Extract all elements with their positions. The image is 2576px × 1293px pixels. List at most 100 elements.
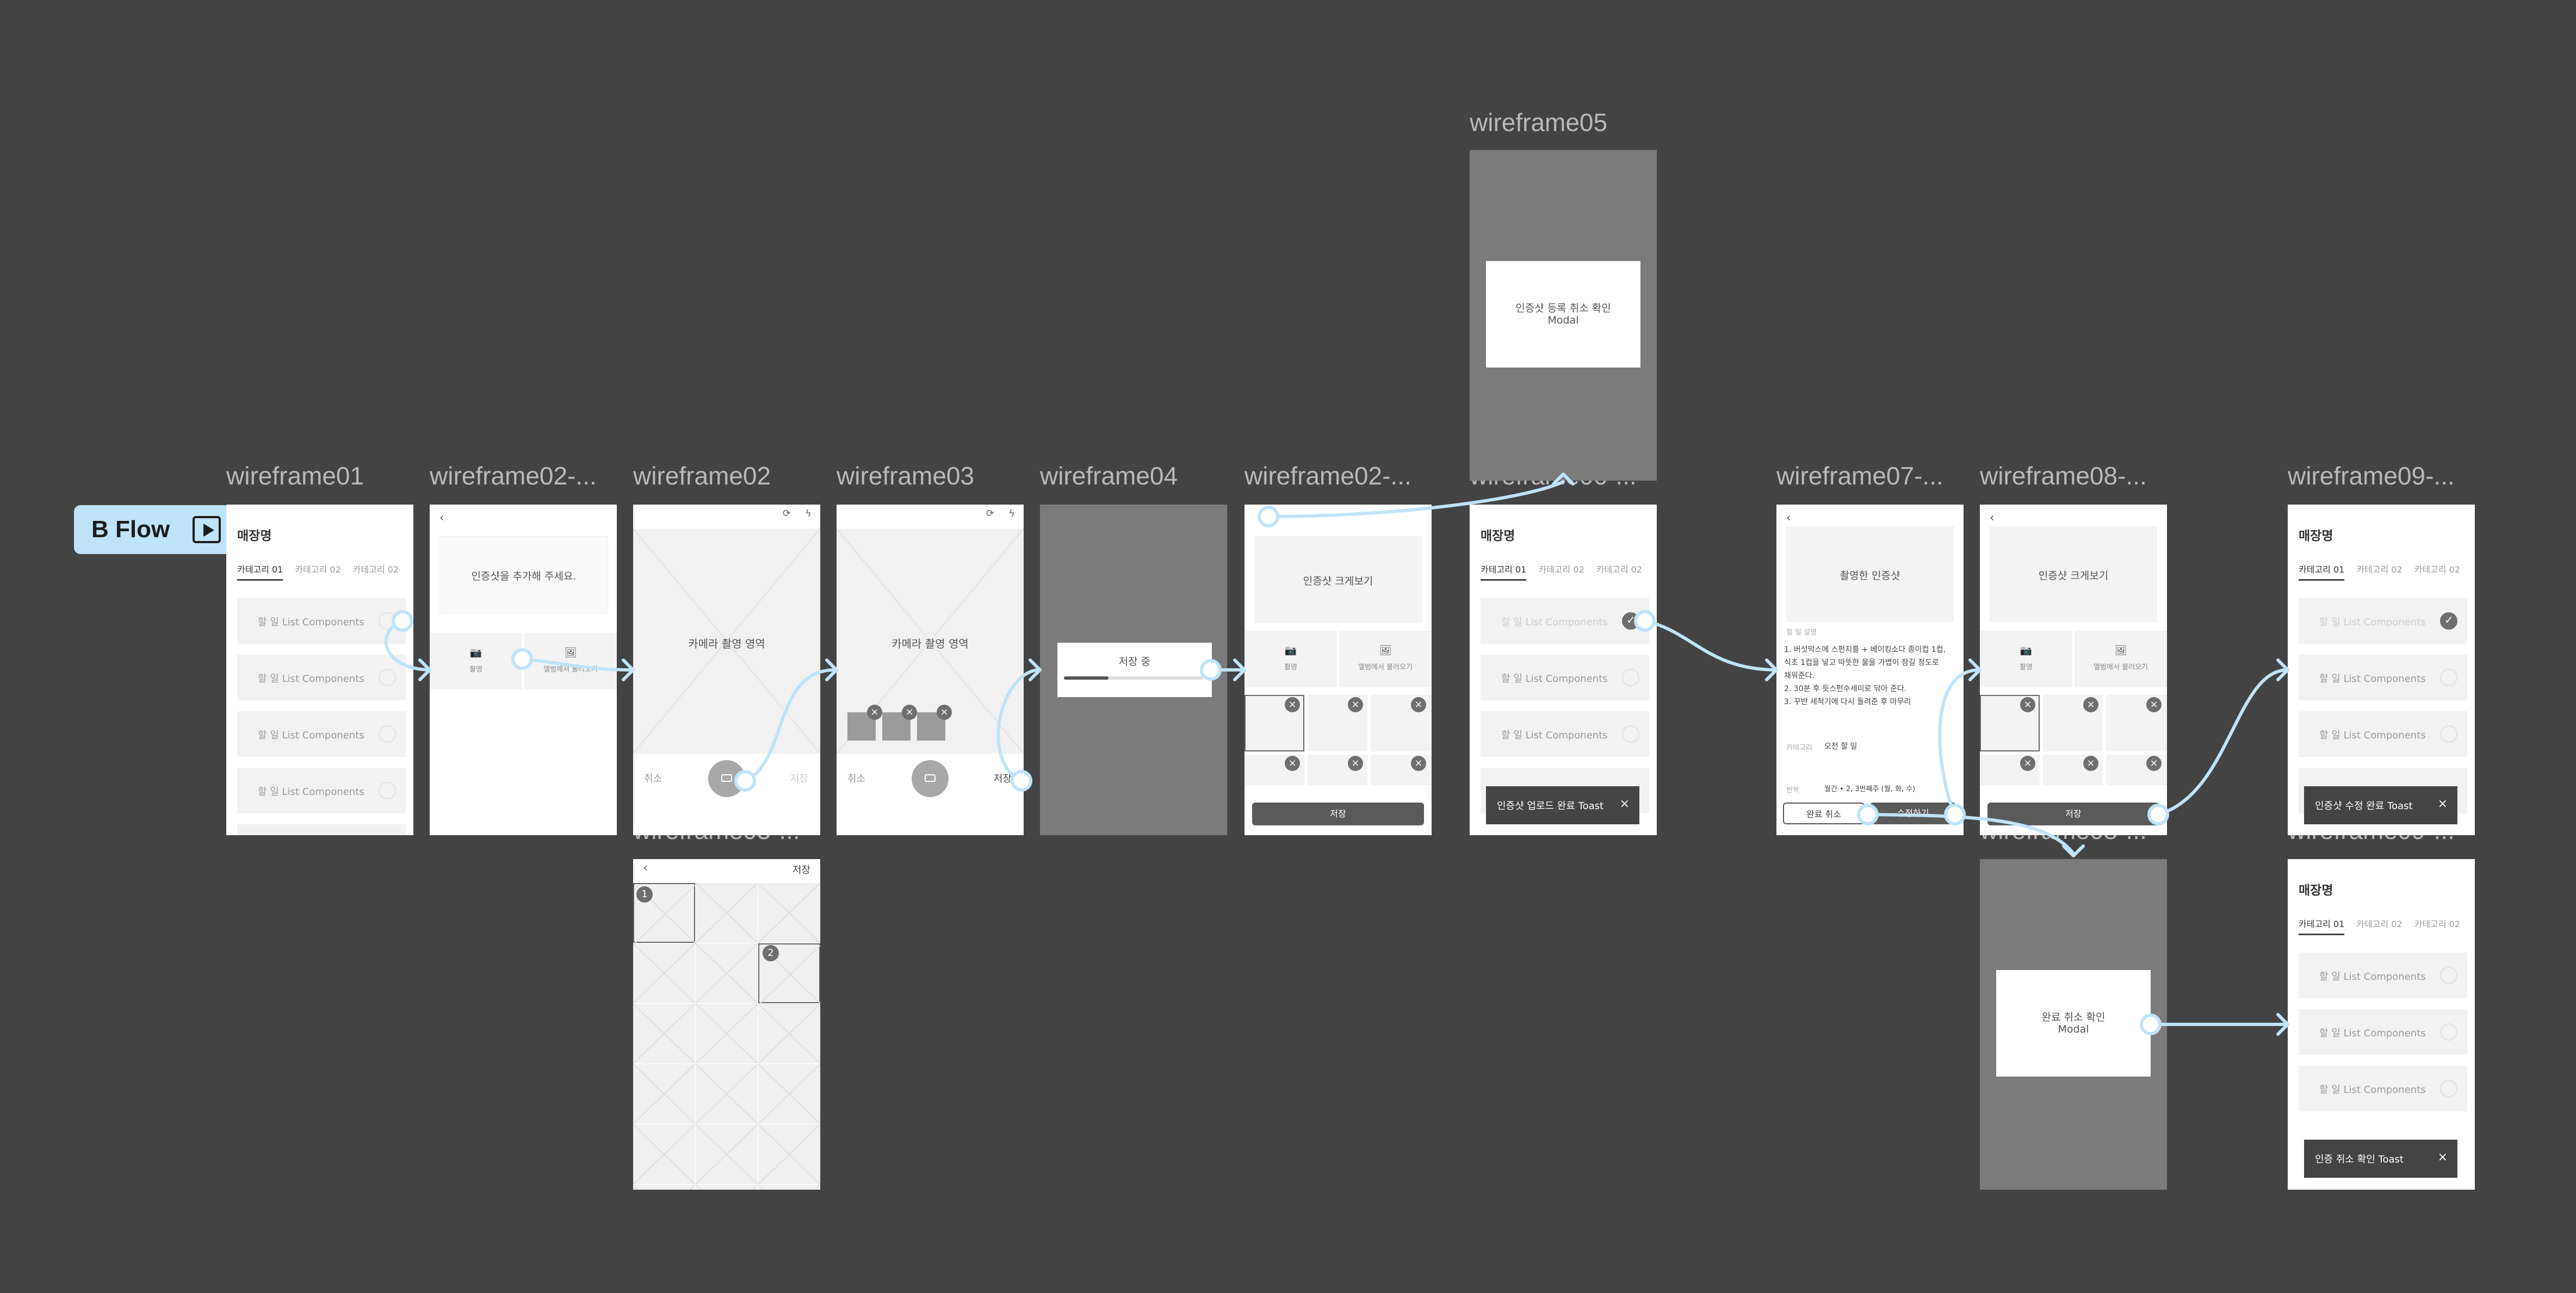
tab-category-03[interactable]: 카테고리 02 — [352, 564, 399, 575]
remove-icon[interactable]: × — [1285, 697, 1300, 712]
remove-icon[interactable]: × — [1411, 756, 1426, 771]
flash-icon[interactable]: ϟ — [1008, 508, 1015, 519]
edit-button[interactable]: 수정하기 — [1870, 803, 1956, 824]
list-item-done[interactable]: 할 일 List Components — [2299, 598, 2467, 644]
list-item[interactable]: 할 일 List Components — [237, 711, 406, 757]
remove-icon[interactable]: × — [2146, 697, 2162, 712]
frame-wireframe06[interactable]: 매장명 카테고리 01 카테고리 02 카테고리 02 할 일 List Com… — [1470, 505, 1657, 835]
check-icon[interactable] — [2440, 1080, 2457, 1097]
close-icon[interactable]: × — [1619, 797, 1630, 811]
tab-category-03[interactable]: 카테고리 02 — [2414, 919, 2460, 929]
complete-cancel-button[interactable]: 완료 취소 — [1783, 803, 1865, 824]
remove-icon[interactable]: × — [2083, 756, 2098, 771]
frame-wireframe02-preview[interactable]: 인증샷 크게보기 📷 촬영 🖼 앨범에서 불러오기 × × × × × × 저장 — [1244, 505, 1432, 835]
album-photo-cell[interactable] — [758, 1184, 820, 1190]
frame-wireframe08[interactable]: ‹ 인증샷 크게보기 📷 촬영 🖼 앨범에서 불러오기 × × × × × × … — [1980, 505, 2167, 835]
album-photo-cell[interactable] — [633, 883, 697, 944]
check-icon[interactable] — [2440, 725, 2457, 743]
tab-category-03[interactable]: 카테고리 02 — [2414, 564, 2460, 575]
play-frame-icon[interactable] — [193, 516, 221, 543]
album-photo-cell[interactable] — [633, 1003, 696, 1064]
frame-label[interactable]: wireframe01 — [226, 462, 364, 490]
list-item[interactable]: 할 일 List Components — [237, 598, 406, 644]
flow-start-badge[interactable]: B Flow — [74, 505, 235, 554]
check-icon[interactable] — [1622, 725, 1639, 743]
shoot-button[interactable]: 📷 촬영 — [1980, 631, 2072, 687]
frame-wireframe03[interactable]: ⟳ ϟ 카메라 촬영 영역 × × × 취소 저장 — [837, 505, 1024, 835]
save-button[interactable]: 저장 — [1987, 803, 2159, 825]
tab-category-01[interactable]: 카테고리 01 — [237, 562, 283, 581]
album-photo-cell[interactable] — [758, 1064, 820, 1124]
remove-icon[interactable]: × — [2083, 697, 2098, 712]
remove-icon[interactable]: × — [2020, 697, 2035, 712]
album-photo-cell[interactable] — [695, 1124, 758, 1185]
album-photo-cell[interactable] — [695, 1184, 758, 1190]
refresh-icon[interactable]: ⟳ — [782, 508, 791, 519]
album-photo-cell[interactable] — [633, 943, 696, 1004]
frame-label[interactable]: wireframe05 — [1470, 108, 1608, 136]
album-photo-cell[interactable] — [695, 1003, 758, 1064]
save-button[interactable]: 저장 — [792, 865, 810, 876]
cancel-button[interactable]: 취소 — [847, 773, 866, 785]
list-item[interactable]: 할 일 List Components — [237, 655, 406, 700]
refresh-icon[interactable]: ⟳ — [986, 508, 994, 519]
list-item[interactable] — [237, 824, 406, 835]
album-photo-cell[interactable] — [695, 943, 758, 1004]
remove-icon[interactable]: × — [2146, 756, 2162, 771]
check-icon[interactable] — [1622, 612, 1639, 630]
frame-wireframe09[interactable]: 매장명 카테고리 01 카테고리 02 카테고리 02 할 일 List Com… — [2288, 505, 2475, 835]
shutter-button[interactable] — [708, 760, 745, 797]
list-item[interactable]: 할 일 List Components — [2299, 1066, 2467, 1111]
frame-label[interactable]: wireframe09-... — [2288, 462, 2455, 490]
frame-label[interactable]: wireframe02-... — [430, 462, 597, 490]
tab-category-02[interactable]: 카테고리 02 — [2356, 564, 2402, 575]
shoot-button[interactable]: 📷 촬영 — [1244, 631, 1337, 687]
frame-wireframe04[interactable]: 저장 중 — [1040, 505, 1227, 835]
list-item[interactable]: 할 일 List Components — [2299, 711, 2467, 757]
album-photo-cell[interactable] — [758, 1003, 820, 1064]
frame-wireframe03-album[interactable]: ‹ 저장 1 2 — [633, 859, 820, 1190]
check-icon[interactable] — [2440, 1023, 2457, 1041]
check-icon[interactable] — [2440, 612, 2457, 630]
cancel-button[interactable]: 취소 — [644, 773, 662, 785]
list-item[interactable]: 할 일 List Components — [1481, 655, 1649, 700]
remove-icon[interactable]: × — [902, 705, 917, 720]
album-button[interactable]: 🖼 앨범에서 불러오기 — [524, 633, 617, 689]
check-icon[interactable] — [2440, 967, 2457, 984]
save-button[interactable]: 저장 — [1252, 803, 1424, 825]
check-icon[interactable] — [2440, 669, 2457, 686]
frame-label[interactable]: wireframe03 — [837, 462, 975, 490]
album-photo-cell[interactable] — [695, 1064, 758, 1124]
remove-icon[interactable]: × — [1285, 756, 1300, 771]
frame-label[interactable]: wireframe07-... — [1776, 462, 1943, 490]
check-icon[interactable] — [379, 669, 396, 686]
check-icon[interactable] — [1622, 669, 1639, 686]
remove-icon[interactable]: × — [1348, 756, 1363, 771]
frame-wireframe02-add[interactable]: ‹ 인증샷을 추가해 주세요. 📷 촬영 🖼 앨범에서 불러오기 — [430, 505, 617, 835]
remove-icon[interactable]: × — [1348, 697, 1363, 712]
album-button[interactable]: 🖼 앨범에서 불러오기 — [1339, 631, 1432, 687]
frame-wireframe07[interactable]: ‹ 촬영한 인증샷 할 일 설명 1. 버섯막스에 스펀지를 + 베이킹소다 종… — [1776, 505, 1964, 835]
frame-wireframe01[interactable]: 매장명 카테고리 01 카테고리 02 카테고리 02 할 일 List Com… — [226, 505, 413, 835]
save-button[interactable]: 저장 — [790, 773, 808, 785]
check-icon[interactable] — [379, 782, 396, 799]
frame-wireframe02[interactable]: ⟳ ϟ 카메라 촬영 영역 취소 저장 — [633, 505, 820, 835]
list-item-done[interactable]: 할 일 List Components — [1481, 598, 1649, 644]
album-photo-cell[interactable] — [758, 1124, 820, 1185]
album-photo-cell[interactable] — [633, 1184, 696, 1190]
check-icon[interactable] — [379, 725, 396, 743]
tab-category-03[interactable]: 카테고리 02 — [1596, 564, 1642, 575]
frame-wireframe09-cancel[interactable]: 매장명 카테고리 01 카테고리 02 카테고리 02 할 일 List Com… — [2288, 859, 2475, 1190]
tab-category-02[interactable]: 카테고리 02 — [2356, 919, 2402, 929]
tab-category-01[interactable]: 카테고리 01 — [2299, 917, 2345, 935]
frame-wireframe05[interactable]: 인증샷 등록 취소 확인 Modal — [1470, 150, 1657, 481]
frame-label[interactable]: wireframe08-... — [1980, 462, 2147, 490]
back-icon[interactable]: ‹ — [643, 861, 648, 875]
back-icon[interactable]: ‹ — [1786, 511, 1791, 525]
check-icon[interactable] — [379, 612, 396, 630]
flash-icon[interactable]: ϟ — [805, 508, 812, 519]
frame-label[interactable]: wireframe04 — [1040, 462, 1178, 490]
frame-label[interactable]: wireframe02-... — [1244, 462, 1411, 490]
album-photo-cell[interactable] — [633, 1064, 696, 1124]
list-item[interactable]: 할 일 List Components — [237, 768, 406, 813]
